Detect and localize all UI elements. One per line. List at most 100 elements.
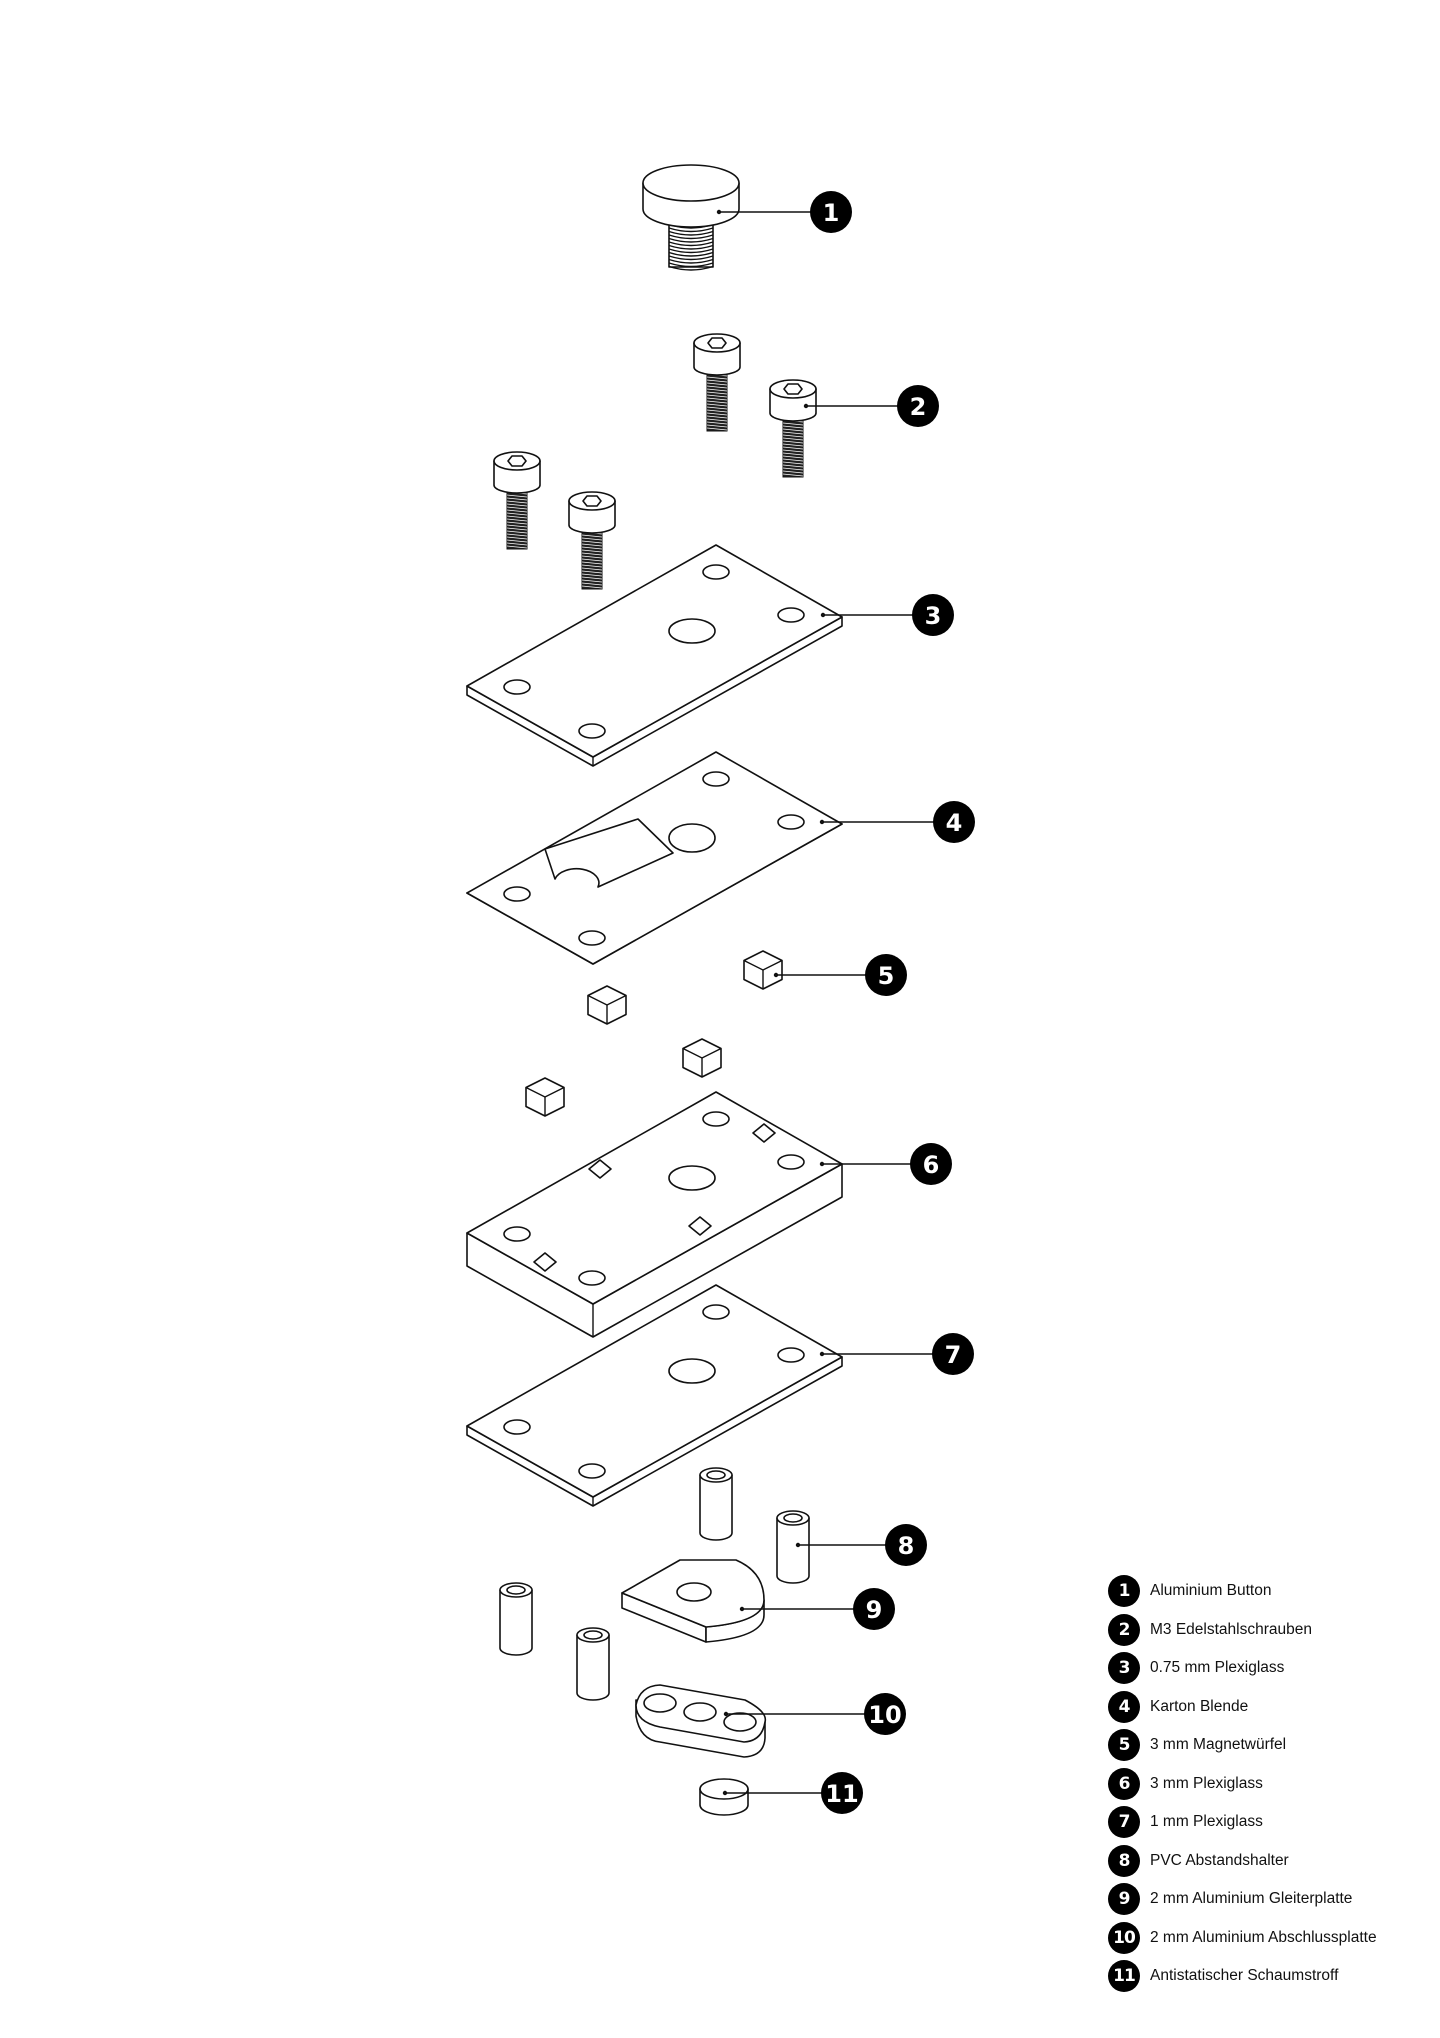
thread-line bbox=[581, 534, 603, 538]
callout-badge-6: 6 bbox=[910, 1143, 952, 1185]
center-hole bbox=[668, 823, 716, 853]
thread-line bbox=[506, 536, 528, 540]
magnet-pocket bbox=[752, 1123, 776, 1143]
thread-line bbox=[782, 458, 804, 462]
badge-number: 10 bbox=[868, 1701, 901, 1729]
plexiglass-plate-3mm bbox=[466, 1091, 843, 1338]
leader-dot bbox=[819, 819, 825, 825]
thread-line bbox=[581, 585, 603, 589]
thread-line bbox=[782, 470, 804, 474]
badge-circle bbox=[932, 1333, 974, 1375]
thread-line bbox=[668, 227, 714, 233]
magnet-cube bbox=[682, 1038, 722, 1078]
thread-line bbox=[668, 248, 714, 254]
legend-number-badge: 5 bbox=[1108, 1729, 1140, 1762]
screw-hole bbox=[503, 886, 531, 902]
thread-line bbox=[668, 255, 714, 261]
legend-label: M3 Edelstahlschrauben bbox=[1150, 1620, 1312, 1638]
thread-line bbox=[706, 379, 728, 383]
end-plate-hole bbox=[683, 1702, 717, 1722]
thread-line bbox=[668, 237, 714, 243]
screw-hole bbox=[503, 1419, 531, 1435]
m3-screw bbox=[693, 333, 741, 432]
m3-screw bbox=[568, 491, 616, 590]
hex-socket bbox=[507, 455, 527, 467]
legend-number-badge: 7 bbox=[1108, 1806, 1140, 1839]
magnet-pocket bbox=[533, 1252, 557, 1272]
callout-badge-10: 10 bbox=[864, 1693, 906, 1735]
thread-line bbox=[706, 376, 728, 380]
thread-line bbox=[581, 552, 603, 556]
thread-line bbox=[506, 542, 528, 546]
callout-badge-1: 1 bbox=[810, 191, 852, 233]
leader-dot bbox=[803, 403, 809, 409]
thread-line bbox=[581, 540, 603, 544]
badge-number: 4 bbox=[946, 809, 963, 837]
screw-hole bbox=[702, 1304, 730, 1320]
badge-number: 5 bbox=[878, 962, 895, 990]
thread-line bbox=[581, 561, 603, 565]
spacer-bore bbox=[706, 1470, 726, 1480]
thread-line bbox=[581, 543, 603, 547]
badge-number: 1 bbox=[823, 199, 840, 227]
thread-line bbox=[706, 406, 728, 410]
spacer-bore bbox=[783, 1513, 803, 1523]
thread-line bbox=[668, 244, 714, 250]
magnet-pocket bbox=[688, 1216, 712, 1236]
leader-dot bbox=[716, 209, 722, 215]
leader-dot bbox=[723, 1711, 729, 1717]
legend-item: 2 M3 Edelstahlschrauben bbox=[1108, 1611, 1377, 1650]
thread-line bbox=[581, 582, 603, 586]
thread-line bbox=[581, 579, 603, 583]
legend-number-badge: 11 bbox=[1108, 1960, 1140, 1993]
thread-line bbox=[668, 251, 714, 257]
legend-number-badge: 9 bbox=[1108, 1883, 1140, 1916]
thread-line bbox=[706, 409, 728, 413]
callout-badge-8: 8 bbox=[885, 1524, 927, 1566]
thread-line bbox=[506, 512, 528, 516]
screw-hole bbox=[503, 679, 531, 695]
plexiglass-plate-1mm bbox=[466, 1284, 843, 1507]
badge-number: 3 bbox=[925, 602, 942, 630]
screw-hole bbox=[777, 1347, 805, 1363]
thread-line bbox=[706, 394, 728, 398]
thread-line bbox=[506, 545, 528, 549]
m3-screw bbox=[769, 379, 817, 478]
hex-socket bbox=[707, 337, 727, 349]
thread-line bbox=[782, 446, 804, 450]
thread-line bbox=[506, 530, 528, 534]
legend-number-badge: 2 bbox=[1108, 1613, 1140, 1646]
thread-line bbox=[706, 391, 728, 395]
badge-number: 6 bbox=[923, 1151, 940, 1179]
thread-line bbox=[668, 265, 714, 271]
badge-number: 11 bbox=[825, 1780, 858, 1808]
badge-number: 9 bbox=[866, 1596, 883, 1624]
badge-circle bbox=[933, 801, 975, 843]
thread-line bbox=[581, 564, 603, 568]
thread-line bbox=[506, 494, 528, 498]
leader-dot bbox=[820, 612, 826, 618]
callout-badge-3: 3 bbox=[912, 594, 954, 636]
badge-circle bbox=[821, 1772, 863, 1814]
thread-line bbox=[581, 567, 603, 571]
plate-top bbox=[466, 1091, 843, 1305]
thread-line bbox=[706, 385, 728, 389]
callout-badge-11: 11 bbox=[821, 1772, 863, 1814]
thread-line bbox=[506, 506, 528, 510]
spacer-body bbox=[499, 1589, 533, 1656]
plate-top bbox=[466, 1284, 843, 1498]
thread-line bbox=[506, 527, 528, 531]
badge-circle bbox=[865, 954, 907, 996]
hex-socket bbox=[783, 383, 803, 395]
thread-line bbox=[581, 546, 603, 550]
callout-badge-7: 7 bbox=[932, 1333, 974, 1375]
thread-line bbox=[506, 521, 528, 525]
thread-line bbox=[782, 452, 804, 456]
thread-line bbox=[706, 421, 728, 425]
legend-number-badge: 4 bbox=[1108, 1690, 1140, 1723]
